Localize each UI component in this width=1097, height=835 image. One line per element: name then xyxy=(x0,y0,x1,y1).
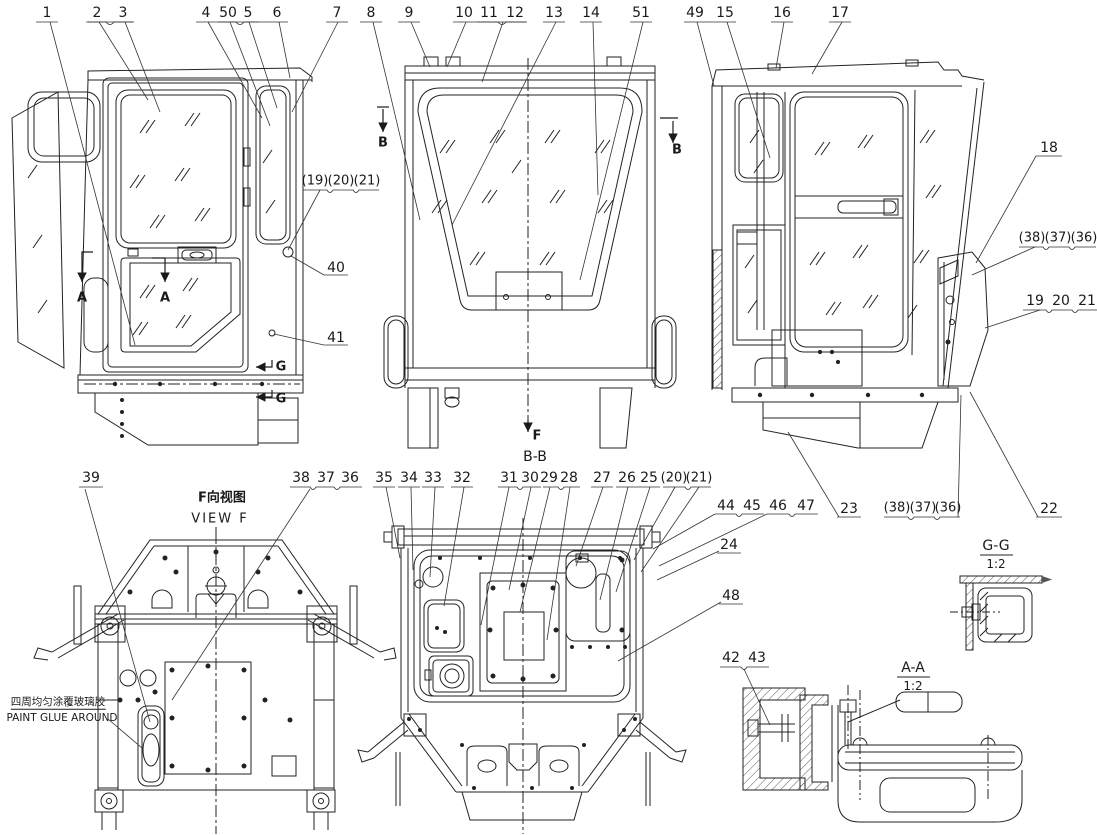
callout-6: 6 xyxy=(272,5,282,21)
section-letter-f: F xyxy=(532,428,542,444)
section-title-aa: A-A xyxy=(901,660,925,676)
section-letter-g-2: G xyxy=(275,391,287,407)
callout-41: 41 xyxy=(327,330,345,346)
callout-36-paren-bot: (36) xyxy=(934,500,962,516)
callout-25: 25 xyxy=(640,470,658,486)
callout-2: 2 xyxy=(92,5,102,21)
callout-13: 13 xyxy=(545,5,563,21)
view-f-top-view xyxy=(33,527,397,834)
callout-42: 42 xyxy=(722,650,740,666)
section-title-gg: G-G xyxy=(982,538,1010,554)
callout-37-paren-top: (37) xyxy=(1044,230,1072,246)
callout-34: 34 xyxy=(400,470,418,486)
callout-48: 48 xyxy=(722,588,740,604)
callout-43: 43 xyxy=(748,650,766,666)
view-title-zh: F向视图 xyxy=(198,490,246,506)
left-side-view xyxy=(11,67,313,446)
callout-1: 1 xyxy=(42,5,52,21)
section-arrows xyxy=(77,106,678,432)
section-letter-a-1: A xyxy=(76,290,88,306)
callout-29: 29 xyxy=(540,470,558,486)
callout-21-paren-b: (21) xyxy=(685,470,713,486)
callout-36: 36 xyxy=(341,470,359,486)
callout-19-paren: (19) xyxy=(301,173,329,189)
callout-38-paren-bot: (38) xyxy=(883,500,911,516)
callout-15: 15 xyxy=(716,5,734,21)
callout-20-paren: (20) xyxy=(327,173,355,189)
callout-14: 14 xyxy=(582,5,600,21)
callout-30: 30 xyxy=(521,470,539,486)
section-title-bb: B-B xyxy=(523,449,547,465)
section-letter-b-left: B xyxy=(378,135,388,151)
callout-36-paren-top: (36) xyxy=(1070,230,1097,246)
callout-10: 10 xyxy=(455,5,473,21)
view-title-en: VIEW F xyxy=(191,511,249,527)
callout-17: 17 xyxy=(831,5,849,21)
callout-4: 4 xyxy=(201,5,211,21)
callout-46: 46 xyxy=(769,498,787,514)
callout-7: 7 xyxy=(332,5,342,21)
callout-18: 18 xyxy=(1040,140,1058,156)
note-glue-en: PAINT GLUE AROUND xyxy=(6,711,118,724)
callout-27: 27 xyxy=(593,470,611,486)
callout-39: 39 xyxy=(82,470,100,486)
callout-38-paren-top: (38) xyxy=(1018,230,1046,246)
callout-35: 35 xyxy=(375,470,393,486)
callout-5: 5 xyxy=(243,5,253,21)
callout-32: 32 xyxy=(453,470,471,486)
section-letter-b-right: B xyxy=(672,142,682,158)
callout-33: 33 xyxy=(424,470,442,486)
callout-44: 44 xyxy=(717,498,735,514)
section-letter-g-1: G xyxy=(275,359,287,375)
section-bb-view xyxy=(357,518,687,834)
callout-28: 28 xyxy=(560,470,578,486)
rear-view xyxy=(383,56,677,449)
callout-45: 45 xyxy=(743,498,761,514)
callout-9: 9 xyxy=(404,5,414,21)
callout-23: 23 xyxy=(840,501,858,517)
callout-51: 51 xyxy=(632,5,650,21)
leader-lines xyxy=(36,21,1097,749)
section-aa-view xyxy=(742,676,1023,823)
section-gg-view xyxy=(950,554,1052,651)
callout-38: 38 xyxy=(292,470,310,486)
callout-20: 20 xyxy=(1052,293,1070,309)
callout-19: 19 xyxy=(1026,293,1044,309)
callout-40: 40 xyxy=(327,260,345,276)
callout-21-paren: (21) xyxy=(353,173,381,189)
callout-12: 12 xyxy=(506,5,524,21)
callout-16: 16 xyxy=(773,5,791,21)
callout-21: 21 xyxy=(1078,293,1096,309)
callout-11: 11 xyxy=(480,5,498,21)
scale-aa: 1:2 xyxy=(903,679,923,693)
callout-20-paren-b: (20) xyxy=(660,470,688,486)
callout-37-paren-bot: (37) xyxy=(909,500,937,516)
right-side-view xyxy=(711,59,989,449)
callout-31: 31 xyxy=(500,470,518,486)
callout-49: 49 xyxy=(686,5,704,21)
callout-26: 26 xyxy=(618,470,636,486)
callout-47: 47 xyxy=(797,498,815,514)
scale-gg: 1:2 xyxy=(986,557,1006,571)
callout-37: 37 xyxy=(317,470,335,486)
callout-24: 24 xyxy=(720,537,738,553)
callout-8: 8 xyxy=(366,5,376,21)
note-glue-zh: 四周均匀涂覆玻璃胶 xyxy=(10,695,106,710)
callout-22: 22 xyxy=(1040,501,1058,517)
section-letter-a-2: A xyxy=(159,290,171,306)
callout-3: 3 xyxy=(118,5,128,21)
callout-50: 50 xyxy=(219,5,237,21)
